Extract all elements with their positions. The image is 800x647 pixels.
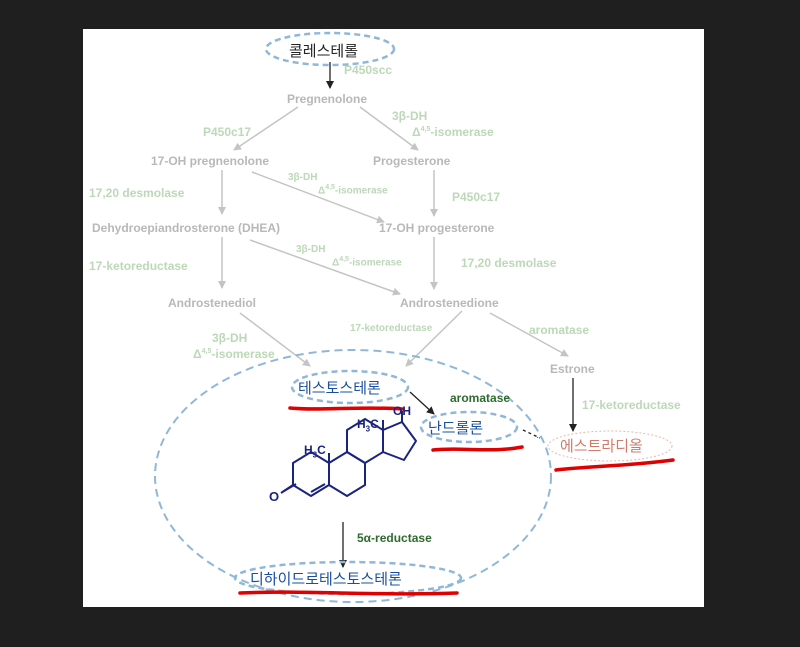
enzyme-isomerase-mid1: Δ4,5-isomerase [318, 184, 388, 197]
node-dhea: Dehydroepiandrosterone (DHEA) [92, 221, 281, 235]
enzyme-3b-dh-right: 3β-DH [392, 109, 428, 123]
enzyme-aromatase-right: aromatase [529, 323, 590, 337]
node-cholesterol: 콜레스테롤 [289, 42, 359, 60]
enzyme-17-ketoreductase-mid: 17-ketoreductase [350, 323, 433, 334]
testosterone-outline [290, 369, 410, 405]
arrow-dhea-to-androstenedione [249, 239, 401, 296]
node-androstenediol: Androstenediol [168, 296, 257, 310]
node-progesterone: Progesterone [373, 154, 451, 168]
cholesterol-outline [264, 31, 396, 67]
enzyme-p450c17-left: P450c17 [203, 125, 252, 139]
enzyme-5a-reductase: 5α-reductase [357, 531, 432, 545]
enzyme-17-ketoreductase-right: 17-ketoreductase [582, 398, 681, 412]
enzyme-3b-dh-mid1: 3β-DH [288, 172, 318, 183]
arrow-17oh-preg-to-17oh-prog [251, 171, 385, 224]
enzyme-3b-dh-bottom: 3β-DH [212, 331, 248, 345]
arrow-androstenediol-to-testosterone [239, 312, 311, 367]
enzyme-isomerase-right: Δ4,5-isomerase [412, 125, 494, 139]
structure-h3c-left: H3C [304, 443, 326, 460]
nandrolone-outline [419, 410, 519, 444]
enzyme-desmolase-right: 17,20 desmolase [461, 256, 557, 270]
estradiol-outline [547, 430, 673, 462]
enzyme-p450c17-right: P450c17 [452, 190, 501, 204]
arrow-preg-to-progesterone [359, 106, 419, 151]
structure-oxygen: O [269, 489, 280, 504]
node-estradiol: 에스트라디올 [560, 437, 643, 455]
diagram-panel [83, 29, 704, 607]
structure-h3c-top: H3C [357, 417, 379, 434]
arrow-preg-to-17oh-preg [233, 106, 299, 151]
testosterone-underline [288, 406, 404, 411]
node-pregnenolone: Pregnenolone [287, 92, 368, 106]
arrow-androstenedione-to-estrone [489, 312, 569, 357]
node-dht: 디하이드로테스토스테론 [250, 570, 402, 588]
node-androstenedione: Androstenedione [400, 296, 499, 310]
nandrolone-underline [431, 445, 524, 452]
node-nandrolone: 난드롤론 [428, 419, 484, 437]
enzyme-17-ketoreductase-left: 17-ketoreductase [89, 259, 188, 273]
node-17oh-progesterone: 17-OH progesterone [379, 221, 495, 235]
nandrolone-estradiol-dot: · [536, 432, 539, 443]
enzyme-desmolase-left: 17,20 desmolase [89, 186, 185, 200]
enzyme-isomerase-bottom: Δ4,5-isomerase [193, 347, 275, 361]
enzyme-p450scc: P450scc [344, 63, 393, 77]
node-estrone: Estrone [550, 362, 595, 376]
testosterone-group-outline [154, 349, 552, 603]
node-testosterone: 테스토스테론 [298, 379, 381, 397]
arrow-androstenedione-to-testosterone [405, 310, 463, 367]
enzyme-aromatase-green: aromatase [450, 391, 511, 405]
dht-outline [233, 560, 463, 596]
enzyme-3b-dh-mid2: 3β-DH [296, 244, 326, 255]
arrow-testosterone-to-nandrolone [409, 391, 435, 415]
dht-underline [238, 590, 459, 596]
testosterone-structure [280, 411, 417, 497]
estradiol-underline [554, 458, 675, 472]
structure-oh: OH [393, 404, 411, 418]
node-17oh-pregnenolone: 17-OH pregnenolone [151, 154, 270, 168]
enzyme-isomerase-mid2: Δ4,5-isomerase [332, 256, 402, 269]
